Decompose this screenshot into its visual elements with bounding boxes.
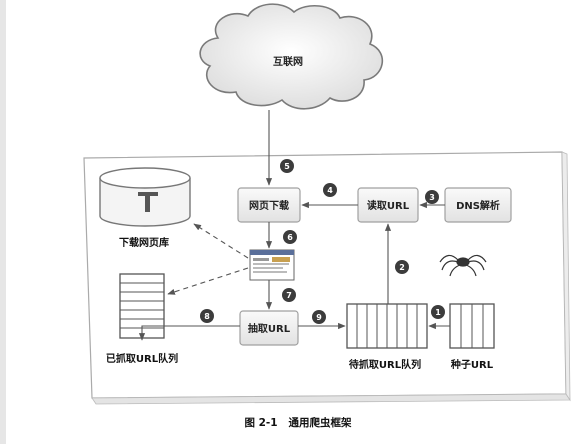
pending-queue-label: 待抓取URL队列 [349,358,421,371]
step-9-marker: 9 [312,310,326,324]
step-3-marker: 3 [425,190,439,204]
page-library-logo-icon [138,192,158,212]
figure-caption: 图 2-1 通用爬虫框架 [244,416,352,429]
extract-url-label: 抽取URL [248,322,291,335]
step-2-marker: 2 [395,260,409,274]
downloaded-page-thumbnail [249,249,295,281]
dns-resolve-box: DNS解析 [444,187,512,223]
svg-text:5: 5 [284,162,290,171]
dns-resolve-label: DNS解析 [456,199,500,212]
svg-text:4: 4 [327,186,333,195]
step-7-marker: 7 [282,288,296,302]
svg-text:2: 2 [399,263,405,272]
page-library-label: 下载网页库 [119,236,169,249]
extract-url-box: 抽取URL [239,310,299,346]
seed-url-label: 种子URL [450,358,494,371]
internet-cloud: 互联网 [199,3,384,110]
crawled-queue-label: 已抓取URL队列 [106,352,178,365]
step-1-marker: 1 [431,305,445,319]
page-download-box: 网页下载 [237,187,301,223]
page-edge-shadow [0,0,6,444]
page-download-label: 网页下载 [249,199,289,212]
read-url-box: 读取URL [357,187,419,223]
seed-url-queue [449,303,495,349]
arrow-extract-to-crawled [138,325,240,341]
step-8-marker: 8 [200,309,214,323]
spider-icon [439,254,487,277]
svg-text:8: 8 [204,312,210,321]
svg-text:3: 3 [429,193,435,202]
svg-text:9: 9 [316,313,322,322]
svg-text:7: 7 [286,291,292,300]
cloud-label: 互联网 [273,55,303,68]
dashed-arrow-to-page-library [193,223,249,259]
read-url-label: 读取URL [367,199,410,212]
svg-text:6: 6 [287,233,293,242]
page-library-store [99,167,191,227]
pending-url-queue [346,303,428,349]
step-5-marker: 5 [280,159,294,173]
cloud-icon [199,3,384,110]
step-6-marker: 6 [283,230,297,244]
svg-text:1: 1 [435,308,441,317]
step-4-marker: 4 [323,183,337,197]
